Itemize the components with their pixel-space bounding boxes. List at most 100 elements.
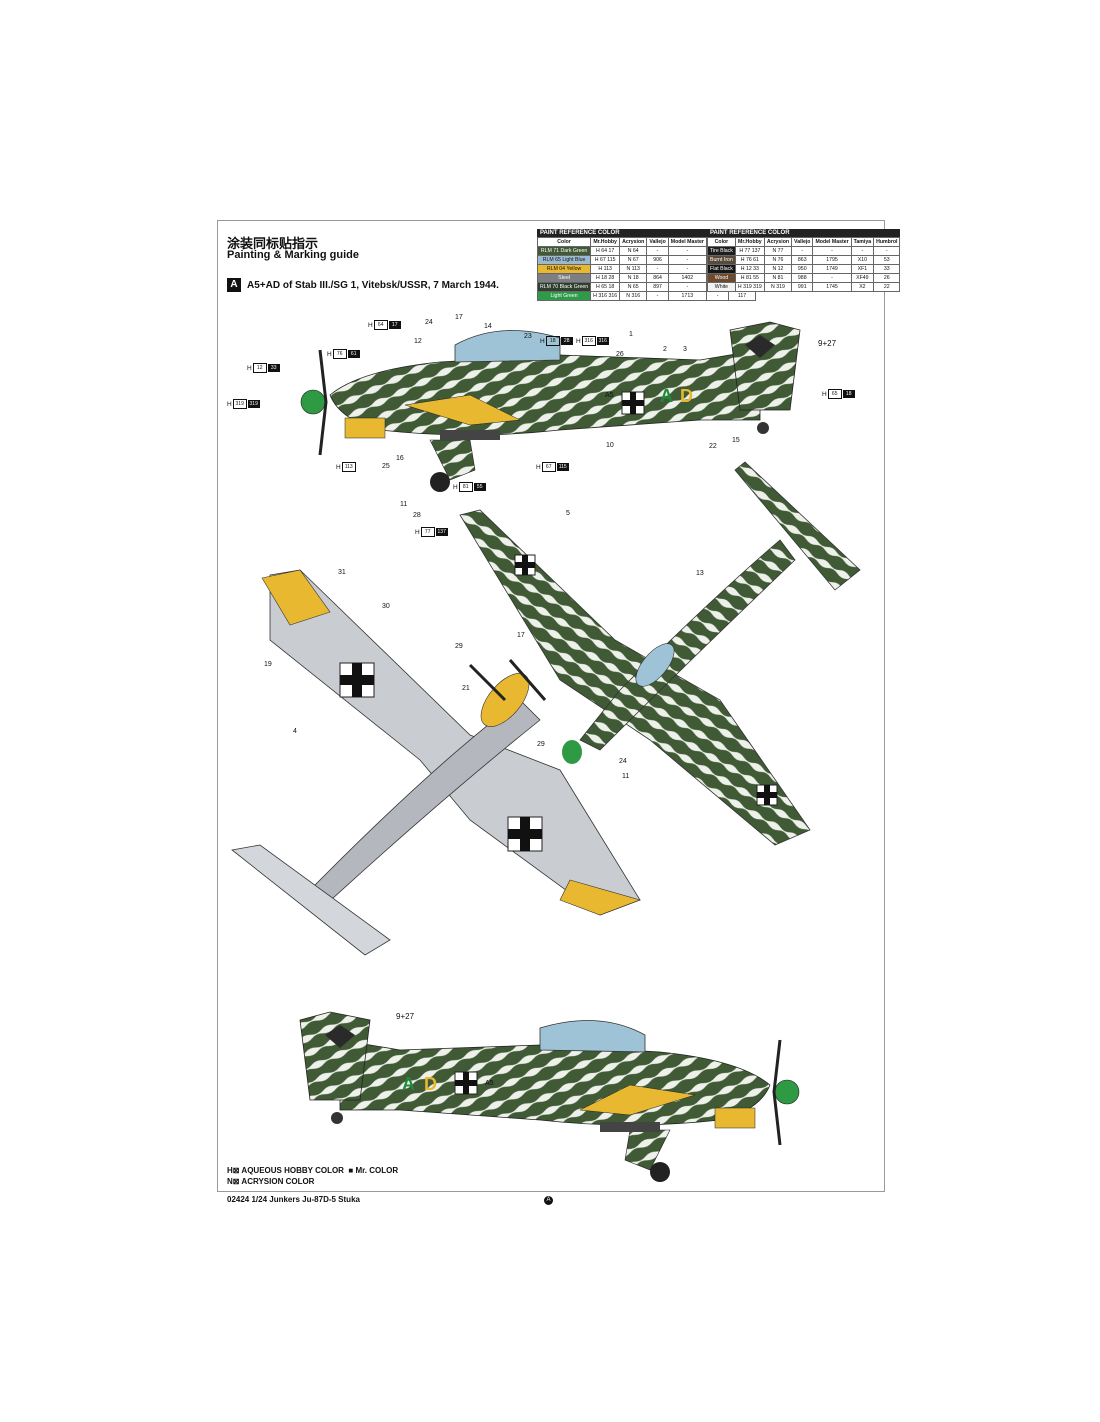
wheel [430,472,450,492]
code-letter-d-bottom: D [424,1074,437,1094]
callout-number: 4 [293,728,297,735]
hobby-prefix: H [540,337,545,345]
callout-number: 25 [382,463,390,470]
code-a5-top: A5 [605,392,614,399]
balkenkreuz-upper-2 [756,784,778,806]
hobby-number: 76 [332,349,347,359]
vertical-tail [729,321,801,411]
legend-line-1: H⊠ AQUEOUS HOBBY COLOR ■ Mr. COLOR [227,1166,399,1175]
callout-number: 11 [622,773,630,780]
balkenkreuz-side [454,1071,478,1095]
propeller [772,1039,782,1146]
mr-color-number: 61 [347,350,360,358]
hobby-number: 64 [373,320,388,330]
hobby-prefix: H [822,390,827,398]
hobby-number: 113 [341,462,356,472]
callout-number: 29 [537,741,545,748]
callout-number: 10 [606,442,614,449]
mr-color-number: 316 [596,337,609,345]
table-cell: 1745 [812,282,852,292]
tail-swastika-area [745,335,775,358]
scheme-description: A5+AD of Stab III./SG 1, Vitebsk/USSR, 7… [247,279,499,291]
table-cell: 1713 [667,291,707,301]
hobby-prefix: H [336,463,341,471]
mr-color-number: 115 [556,463,569,471]
hobby-prefix: H [368,321,373,329]
side-view-bottom [299,1011,800,1182]
tail-callout-bottom: 9+27 [396,1012,415,1021]
legend-line-2: N⊠ ACRYSION COLOR [227,1177,315,1186]
mr-color-number: 28 [560,337,573,345]
mr-color-number: 55 [473,483,486,491]
callout-number: 24 [619,758,627,765]
callout-number: 26 [616,351,624,358]
callout-number: 12 [414,338,422,345]
tail-wheel [331,1112,343,1124]
callout-number: 16 [396,455,404,462]
callout-number: 19 [264,661,272,668]
hobby-prefix: H [453,483,458,491]
callout-number: 23 [524,333,532,340]
hobby-number: 81 [458,482,473,492]
callout-number: 21 [462,685,470,692]
product-footer: 02424 1/24 Junkers Ju-87D-5 Stuka [227,1195,360,1204]
fuselage-upper [579,539,796,751]
tailplane-underside [231,844,391,956]
title-english: Painting & Marking guide [227,249,360,261]
paint-reference-caption: PAINT REFERENCE COLOR [537,229,756,237]
table-cell: - [646,291,669,301]
code-letter-d-top: D [680,386,693,406]
hobby-prefix: H [247,364,252,372]
callout-number: 14 [484,323,492,330]
wheel [650,1162,670,1182]
mr-color-number: 18 [842,390,855,398]
propeller [318,349,328,456]
hobby-number: 319 [232,399,247,409]
code-a5-bottom: A5 [485,1080,494,1087]
callout-number: 30 [382,603,390,610]
hobby-number: 18 [545,336,560,346]
callout-number: 11 [400,501,408,508]
plan-view-upper [459,461,861,846]
hobby-number: 316 [581,336,596,346]
callout-number: 17 [455,314,463,321]
code-letter-a-top: A [660,386,673,406]
legend-h-prefix: H [227,1166,233,1175]
callout-number: 13 [696,570,704,577]
legend-aqueous-label: AQUEOUS HOBBY COLOR [241,1166,344,1175]
callout-number: 24 [425,319,433,326]
side-view-top [300,321,801,492]
hobby-prefix: H [227,400,232,408]
code-letter-a-bottom: A [402,1074,415,1094]
callout-number: 2 [663,346,667,353]
hobby-number: 67 [541,462,556,472]
legend-n-prefix: N [227,1177,233,1186]
tailplane-upper [734,461,861,591]
spinner [300,389,326,415]
table-cell: 117 [728,291,756,301]
hobby-prefix: H [415,528,420,536]
balkenkreuz-side [621,391,645,415]
hobby-prefix: H [327,350,332,358]
legend-acrysion-label: ACRYSION COLOR [241,1177,315,1186]
hobby-prefix: H [536,463,541,471]
mr-color-number: 137 [435,528,448,536]
balkenkreuz-underside-1 [339,662,375,698]
scheme-letter-badge: A [227,278,241,292]
color-legend: H⊠ AQUEOUS HOBBY COLOR ■ Mr. COLOR N⊠ AC… [227,1165,398,1187]
legend-mr-color-label: Mr. COLOR [355,1166,399,1175]
title-chinese: 涂装同标贴指示 [227,237,319,252]
